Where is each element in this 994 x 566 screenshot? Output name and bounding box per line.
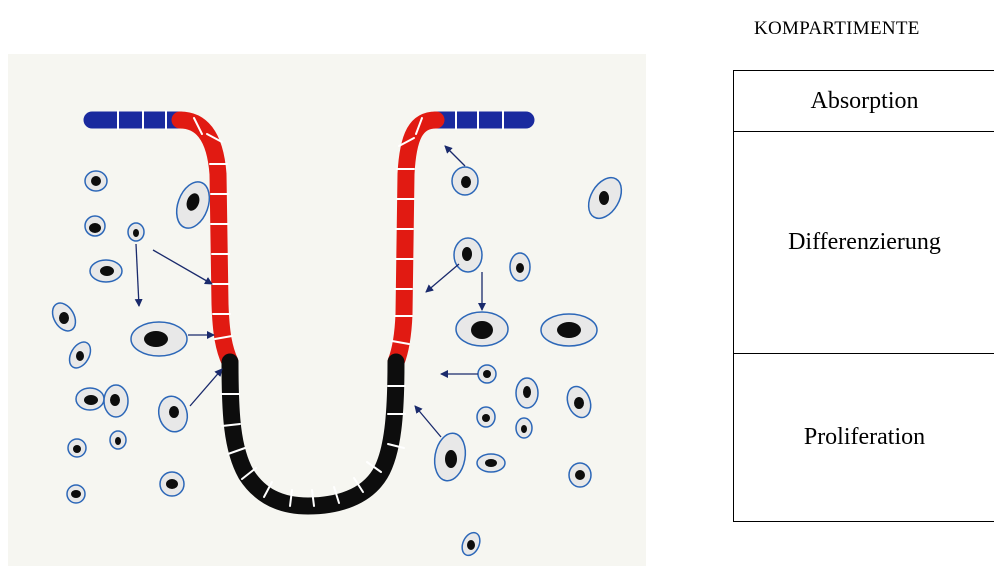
stromal-cell xyxy=(84,170,108,192)
arrow xyxy=(414,405,442,438)
stromal-cell xyxy=(84,215,106,237)
stromal-cell xyxy=(509,252,531,282)
stromal-cell xyxy=(455,311,509,347)
stromal-cell xyxy=(566,385,592,419)
compartment-absorption: Absorption xyxy=(734,71,994,132)
proliferation-epithelium xyxy=(221,353,405,515)
arrow xyxy=(134,243,143,307)
arrow xyxy=(444,145,466,167)
stromal-cells xyxy=(51,166,623,557)
stromal-cell xyxy=(66,484,86,504)
stromal-cell xyxy=(451,166,479,196)
stromal-cell xyxy=(476,406,496,428)
stromal-cell xyxy=(68,341,92,369)
arrow xyxy=(152,249,213,285)
stromal-cell xyxy=(67,438,87,458)
stromal-cell xyxy=(477,364,497,384)
stromal-cell xyxy=(476,453,506,473)
stromal-cell xyxy=(75,387,105,411)
stromal-cell xyxy=(103,384,129,418)
stromal-cell xyxy=(453,237,483,273)
compartments-table: Absorption Differenzierung Proliferation xyxy=(733,70,994,522)
stromal-cell xyxy=(515,377,539,409)
crypt-diagram-svg xyxy=(51,110,623,557)
stromal-cell xyxy=(175,181,211,229)
compartments-heading: KOMPARTIMENTE xyxy=(754,18,920,39)
compartment-differenzierung: Differenzierung xyxy=(734,132,994,354)
stromal-cell xyxy=(461,531,481,557)
stromal-cell xyxy=(587,176,623,220)
stromal-cell xyxy=(515,417,533,439)
stromal-cell xyxy=(51,302,77,332)
stromal-cell xyxy=(89,259,123,283)
arrow xyxy=(189,368,223,407)
stromal-cell xyxy=(127,222,145,242)
stromal-cell xyxy=(130,321,188,357)
stromal-cell xyxy=(540,313,598,347)
arrow xyxy=(425,263,460,293)
stromal-cell xyxy=(157,395,189,433)
stromal-cell xyxy=(568,462,592,488)
stromal-cell xyxy=(433,432,467,482)
stromal-cell xyxy=(159,471,185,497)
epithelium xyxy=(83,110,535,515)
crypt-diagram xyxy=(8,54,646,566)
compartment-proliferation: Proliferation xyxy=(803,424,926,450)
differentiation-epithelium-left xyxy=(171,111,239,371)
differentiation-epithelium-right xyxy=(387,111,445,371)
migration-arrows xyxy=(134,145,486,438)
stromal-cell xyxy=(109,430,127,450)
